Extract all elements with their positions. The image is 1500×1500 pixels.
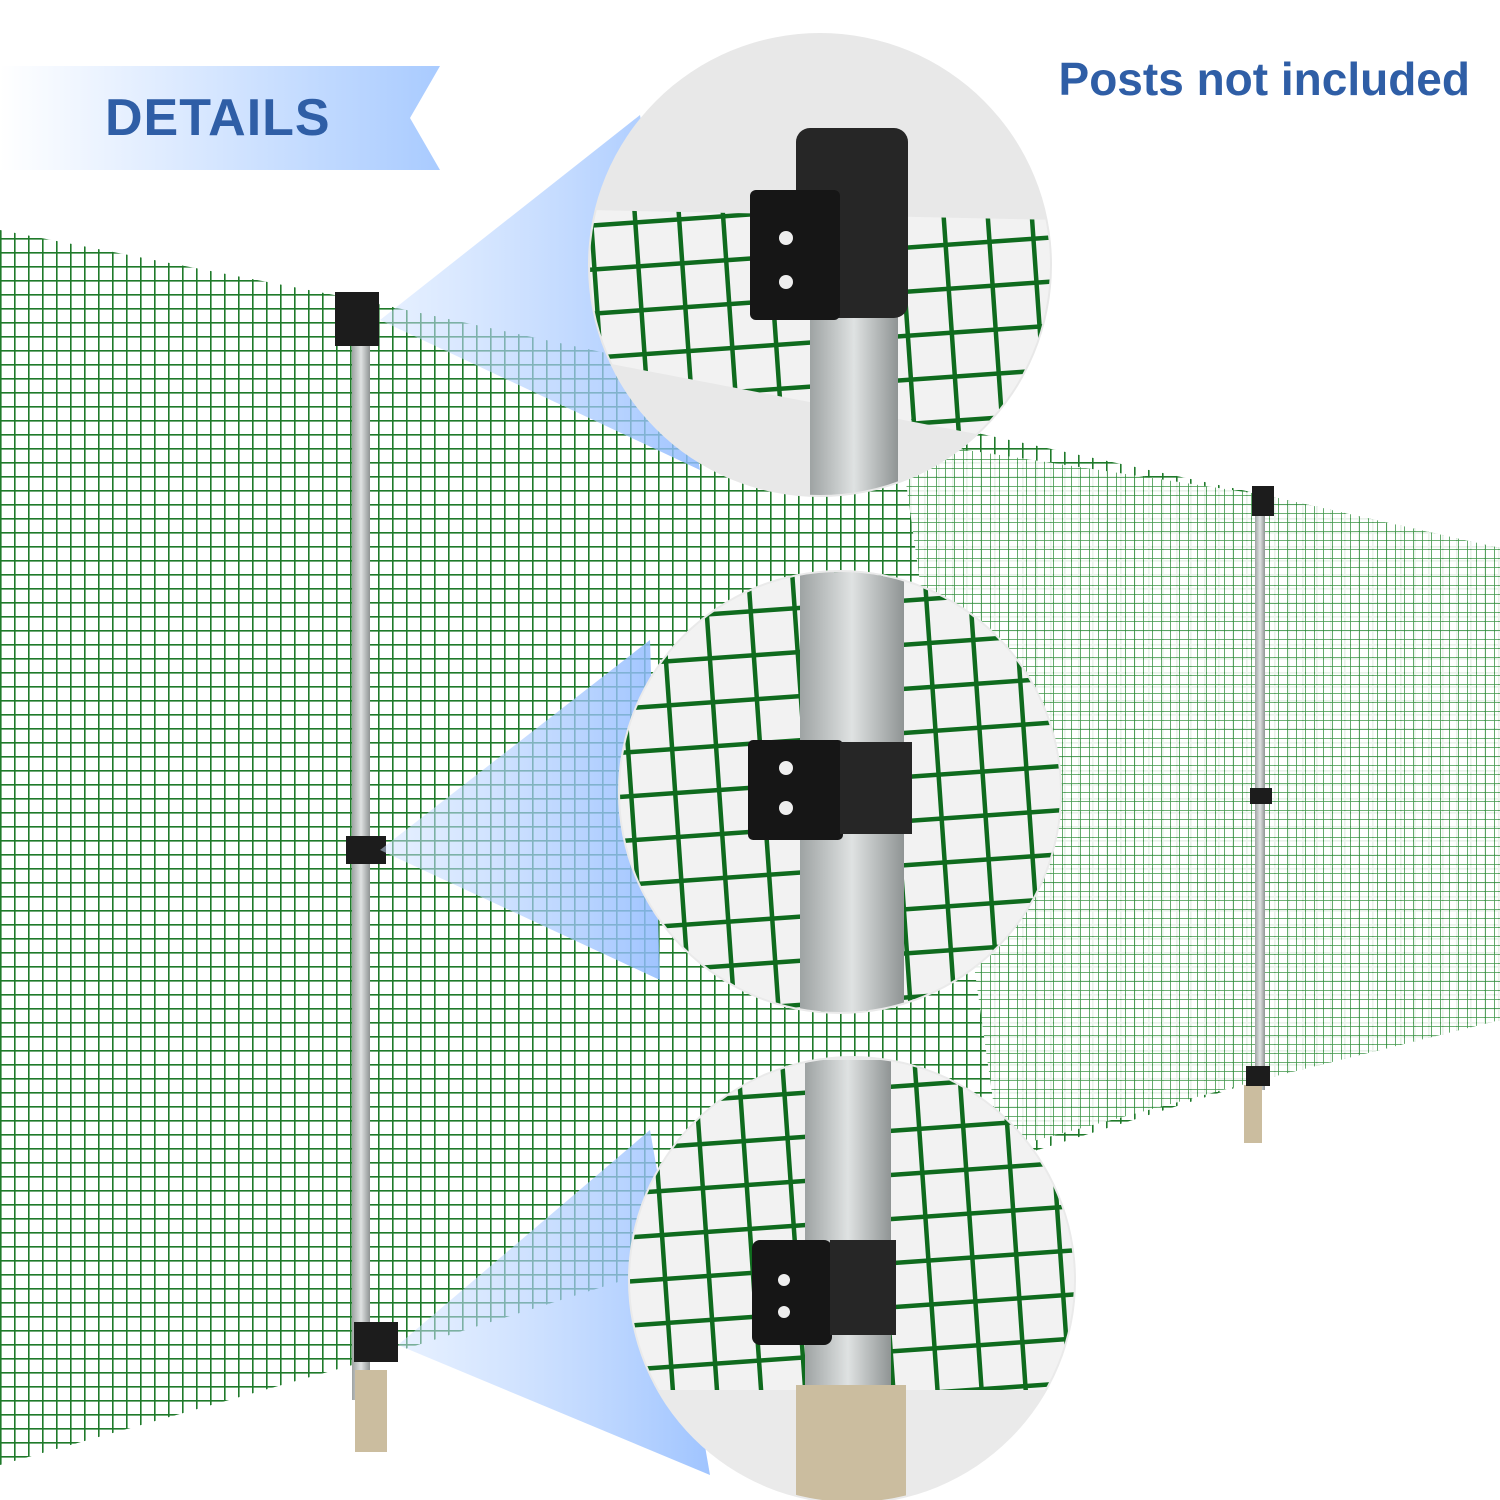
zoom-circle-middle xyxy=(618,570,1062,1014)
bracket-clip-icon xyxy=(1250,788,1272,804)
fence-mesh-far xyxy=(900,440,1500,1150)
bracket-clip-icon xyxy=(335,292,379,346)
stake-right xyxy=(1244,1085,1262,1143)
details-banner xyxy=(0,66,440,170)
bracket-clip-icon xyxy=(346,836,386,864)
posts-not-included-note: Posts not included xyxy=(1058,53,1470,105)
zoom-circle-top xyxy=(588,33,1052,497)
details-heading: DETAILS xyxy=(105,89,331,147)
bracket-clip-icon xyxy=(1252,486,1274,516)
bracket-clip-icon xyxy=(354,1322,398,1362)
bracket-clip-icon xyxy=(1246,1066,1270,1086)
zoom-beam-bottom xyxy=(398,1130,710,1475)
zoom-circle-bottom xyxy=(628,1056,1076,1500)
zoom-beam-middle xyxy=(380,640,660,980)
stake-left xyxy=(355,1370,387,1452)
